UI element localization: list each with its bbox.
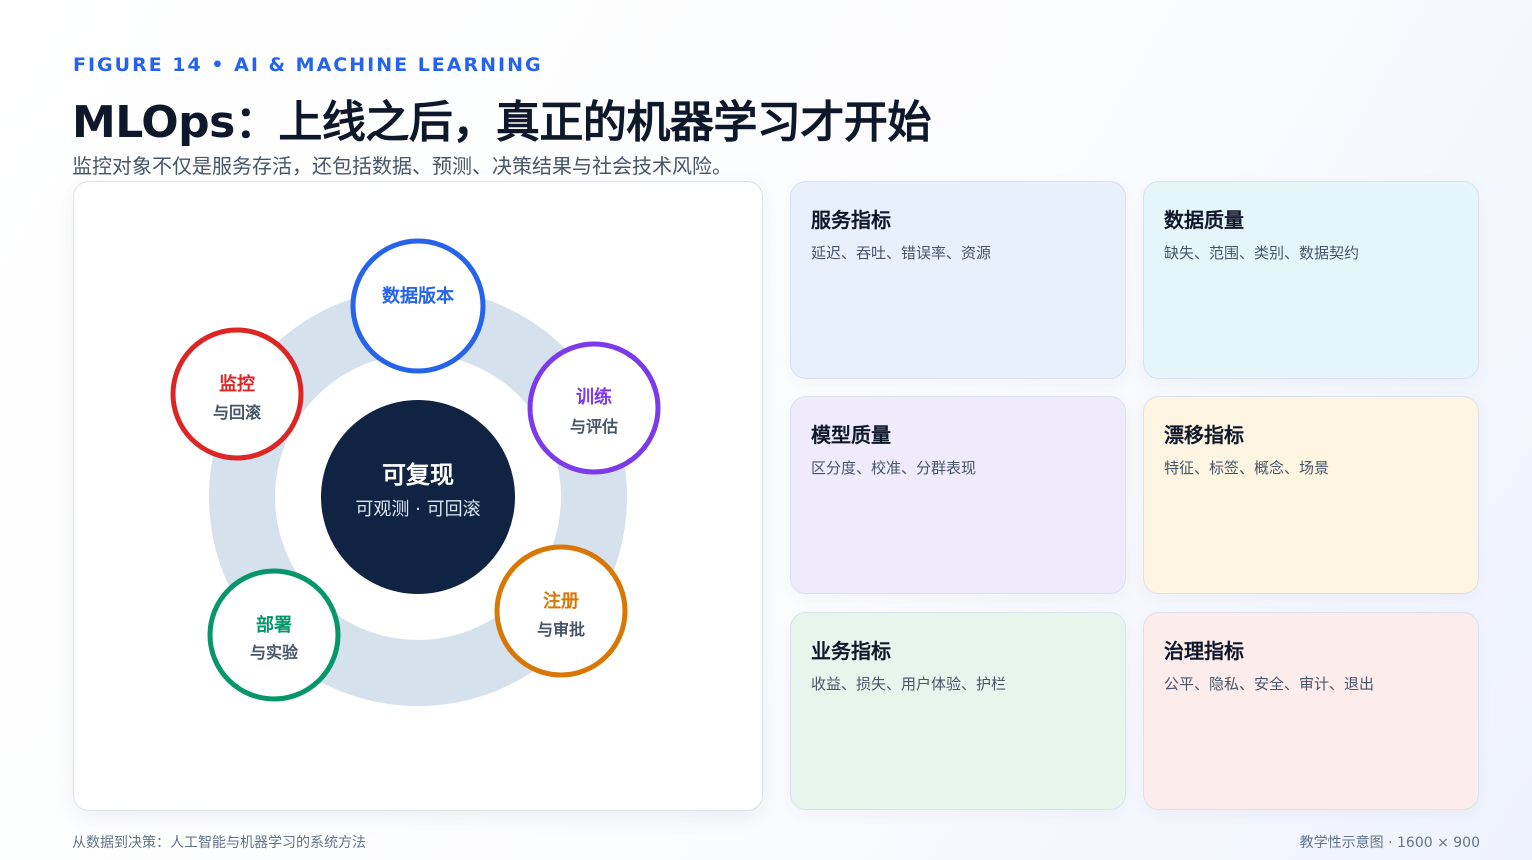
- metric-card-governance: 治理指标 公平、隐私、安全、审计、退出: [1143, 612, 1479, 810]
- metric-card-business: 业务指标 收益、损失、用户体验、护栏: [790, 612, 1126, 810]
- node-deploy: 部署 与实验: [207, 568, 341, 702]
- page-title: MLOps：上线之后，真正的机器学习才开始: [72, 97, 931, 148]
- node-monitor-sublabel: 与回滚: [213, 403, 262, 422]
- footer-source: 从数据到决策：人工智能与机器学习的系统方法: [72, 835, 366, 851]
- footer-note: 教学性示意图 · 1600 × 900: [1299, 835, 1480, 851]
- page-subtitle: 监控对象不仅是服务存活，还包括数据、预测、决策结果与社会技术风险。: [72, 154, 732, 178]
- node-data-version-label: 数据版本: [382, 285, 454, 307]
- metric-card-service: 服务指标 延迟、吞吐、错误率、资源: [790, 181, 1126, 379]
- metric-title: 治理指标: [1164, 639, 1244, 663]
- metric-desc: 区分度、校准、分群表现: [811, 459, 977, 477]
- lifecycle-diagram-card: 可复现 可观测 · 可回滚 数据版本 训练 与评估 注册 与审批 部署 与实验 …: [73, 181, 763, 811]
- metric-desc: 公平、隐私、安全、审计、退出: [1164, 675, 1375, 693]
- metric-title: 业务指标: [811, 639, 891, 663]
- node-training: 训练 与评估: [527, 341, 661, 475]
- center-title: 可复现: [382, 461, 454, 489]
- node-registry-sublabel: 与审批: [537, 620, 585, 639]
- node-registry-label: 注册: [543, 590, 579, 612]
- metric-title: 漂移指标: [1164, 423, 1244, 447]
- figure-kicker: FIGURE 14 • AI & MACHINE LEARNING: [73, 54, 543, 76]
- metric-desc: 收益、损失、用户体验、护栏: [811, 675, 1007, 693]
- center-hub: [321, 400, 515, 594]
- node-monitor: 监控 与回滚: [170, 327, 304, 461]
- node-training-label: 训练: [576, 386, 612, 408]
- metric-card-drift: 漂移指标 特征、标签、概念、场景: [1143, 396, 1479, 594]
- node-data-version: 数据版本: [350, 238, 486, 374]
- metric-desc: 特征、标签、概念、场景: [1164, 459, 1330, 477]
- metric-desc: 延迟、吞吐、错误率、资源: [811, 244, 992, 262]
- metric-card-model-quality: 模型质量 区分度、校准、分群表现: [790, 396, 1126, 594]
- node-registry: 注册 与审批: [494, 544, 628, 678]
- center-subtitle: 可观测 · 可回滚: [355, 499, 480, 520]
- metric-title: 模型质量: [811, 423, 891, 447]
- metric-title: 数据质量: [1164, 208, 1244, 232]
- node-deploy-sublabel: 与实验: [250, 643, 299, 662]
- lifecycle-diagram: 可复现 可观测 · 可回滚 数据版本 训练 与评估 注册 与审批 部署 与实验 …: [170, 238, 661, 706]
- metric-title: 服务指标: [811, 208, 891, 232]
- node-training-sublabel: 与评估: [570, 417, 618, 436]
- node-monitor-label: 监控: [219, 373, 255, 395]
- metric-desc: 缺失、范围、类别、数据契约: [1164, 244, 1360, 262]
- node-deploy-label: 部署: [256, 614, 292, 636]
- metric-card-data-quality: 数据质量 缺失、范围、类别、数据契约: [1143, 181, 1479, 379]
